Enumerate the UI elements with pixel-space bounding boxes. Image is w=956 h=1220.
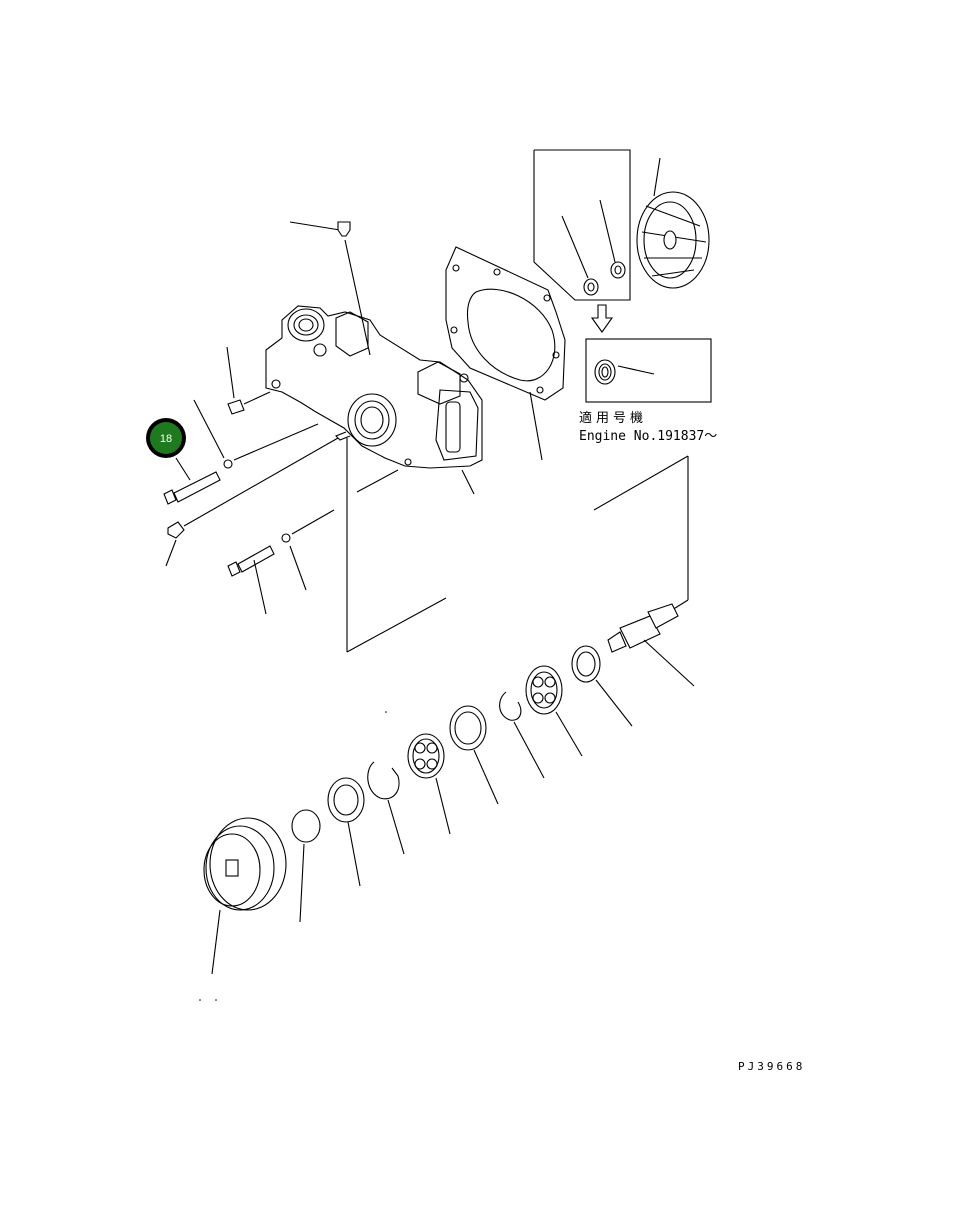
applicable-label-jp: 適用号機	[579, 410, 647, 426]
bearing-seal-1	[571, 645, 633, 727]
seal-alt-inset-box	[585, 338, 712, 403]
snap-ring-1	[499, 691, 545, 779]
applicable-label-en: Engine No.191837～	[579, 429, 717, 444]
assembly-guide-lines	[346, 438, 689, 653]
callout-badge-18[interactable]: 18	[146, 418, 186, 458]
snap-ring-2	[367, 761, 405, 855]
drawing-code: PJ39668	[738, 1060, 805, 1073]
drain-plug	[165, 437, 339, 567]
impeller	[636, 157, 710, 289]
bearing-2	[525, 665, 583, 757]
gasket	[445, 246, 566, 461]
seal-inset-box	[533, 149, 631, 301]
long-bolt	[163, 399, 319, 505]
pulley	[203, 817, 287, 975]
top-plug	[289, 221, 371, 356]
water-pump-housing	[265, 305, 483, 495]
short-bolt	[227, 509, 335, 615]
pump-shaft	[607, 603, 695, 687]
spacer-ring	[449, 705, 499, 805]
oil-seal	[327, 777, 365, 887]
callout-badge-number: 18	[160, 433, 172, 445]
bearing-3	[407, 733, 451, 835]
down-arrow-icon	[590, 304, 614, 333]
sleeve-ring	[291, 809, 321, 923]
side-plug	[226, 346, 271, 415]
